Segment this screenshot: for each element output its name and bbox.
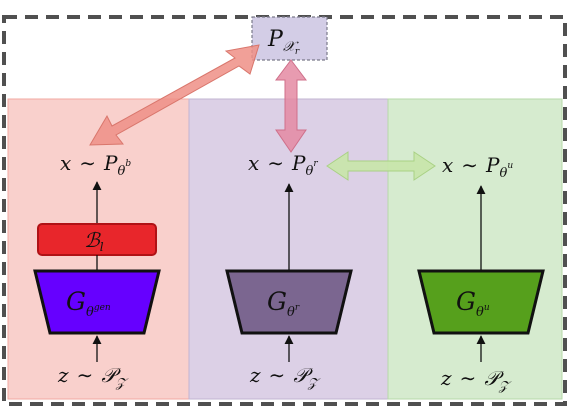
baseline-generator-label: Gθgen <box>66 287 111 320</box>
target-label: P𝒳r <box>267 27 300 57</box>
reference-generator <box>225 269 353 335</box>
ours-generator-label: Gθu <box>456 287 490 320</box>
reference-generator-label: Gθr <box>267 287 300 320</box>
baseline-output-formula: x∼Pθb <box>60 151 131 179</box>
arrow-target-baseline <box>89 44 260 146</box>
target-box <box>251 16 328 61</box>
ours-generator <box>417 269 545 335</box>
ours-output-formula: x∼Pθu <box>442 153 513 181</box>
baseline-generator <box>33 269 161 335</box>
reference-output-formula: x∼Pθr <box>248 151 318 179</box>
panel-ours <box>387 98 563 400</box>
arrow-target-reference <box>275 59 307 153</box>
arrow-reference-ours <box>326 151 436 181</box>
baseline-block-label: ℬl <box>84 228 104 254</box>
